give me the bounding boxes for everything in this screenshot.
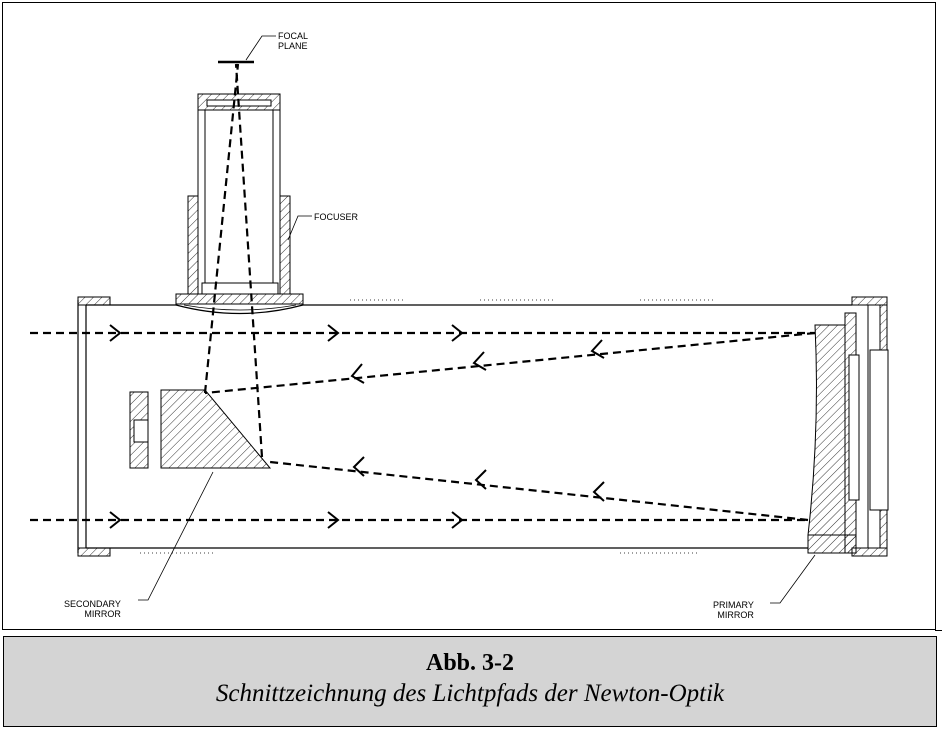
figure-caption-text: Schnittzeichnung des Lichtpfads der Newt… bbox=[215, 680, 725, 707]
ray-direction-arrows bbox=[109, 324, 605, 529]
focuser-body bbox=[187, 93, 291, 295]
primary-mirror-label: PRIMARY MIRROR bbox=[713, 600, 754, 620]
telescope-tube bbox=[77, 300, 852, 553]
primary-mirror bbox=[807, 296, 889, 557]
leader-lines bbox=[138, 35, 816, 604]
light-rays bbox=[30, 63, 816, 522]
secondary-mirror-label: SECONDARY MIRROR bbox=[64, 599, 121, 619]
figure-caption: Abb. 3-2 Schnittzeichnung des Lichtpfads… bbox=[3, 636, 937, 727]
frame-corner-tick bbox=[935, 626, 942, 631]
focuser-label: FOCUSER bbox=[314, 212, 359, 222]
front-rim-caps bbox=[77, 296, 111, 557]
focal-plane-label: FOCAL PLANE bbox=[278, 31, 309, 51]
tube-dotted-detail bbox=[140, 299, 715, 554]
diagram-frame bbox=[2, 2, 936, 630]
secondary-mirror bbox=[129, 389, 272, 469]
figure-number: Abb. 3-2 bbox=[425, 650, 515, 676]
newtonian-telescope-diagram bbox=[30, 35, 889, 604]
